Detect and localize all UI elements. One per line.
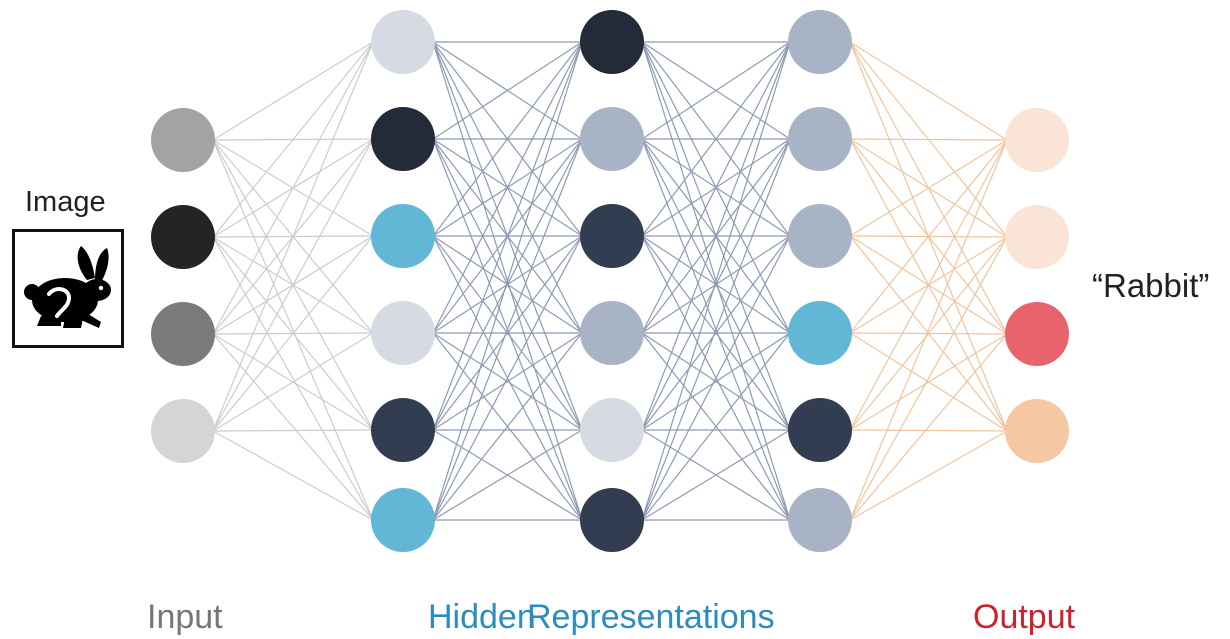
edge-l3-n2-to-n0: [849, 139, 1008, 237]
edge-l0-n3-to-n3: [212, 332, 374, 432]
hidden-node-layer2-5: [580, 488, 644, 552]
output-node-layer4-0: [1005, 108, 1069, 172]
edge-l1-n3-to-n0: [432, 41, 583, 334]
hidden-node-layer1-4: [371, 398, 435, 462]
edge-l1-n5-to-n1: [432, 138, 583, 521]
edge-l3-n1-to-n0: [849, 138, 1008, 141]
hidden-node-layer2-2: [580, 204, 644, 268]
hidden-node-layer3-0: [788, 10, 852, 74]
edge-l1-n5-to-n4: [432, 429, 583, 521]
edge-l0-n3-to-n5: [212, 430, 374, 521]
hidden-node-layer2-4: [580, 398, 644, 462]
representations-caption: Representations: [527, 598, 775, 636]
edge-l3-n4-to-n1: [849, 236, 1008, 431]
edge-l2-n3-to-n0: [641, 41, 791, 334]
edge-l2-n5-to-n4: [641, 429, 791, 521]
hidden-node-layer2-0: [580, 10, 644, 74]
edge-l3-n5-to-n3: [849, 430, 1008, 521]
hidden-node-layer1-2: [371, 204, 435, 268]
hidden-node-layer1-5: [371, 488, 435, 552]
connection-edges: [212, 41, 1008, 521]
edge-l2-n5-to-n3: [641, 332, 791, 521]
edge-l2-n5-to-n0: [641, 41, 791, 521]
input-node-layer0-0: [151, 108, 215, 172]
edge-l3-n5-to-n2: [849, 333, 1008, 521]
edge-l3-n3-to-n0: [849, 139, 1008, 334]
input-node-layer0-3: [151, 399, 215, 463]
edge-l3-n4-to-n3: [849, 429, 1008, 432]
edge-l2-n1-to-n0: [641, 41, 791, 140]
edge-l1-n4-to-n0: [432, 41, 583, 431]
edge-l0-n0-to-n0: [212, 41, 374, 141]
edge-l1-n1-to-n0: [432, 41, 583, 140]
edge-l2-n4-to-n0: [641, 41, 791, 431]
edge-l3-n5-to-n0: [849, 139, 1008, 521]
edge-l0-n3-to-n4: [212, 429, 374, 432]
edge-l1-n4-to-n1: [432, 138, 583, 431]
hidden-caption: Hidden: [428, 598, 536, 636]
network-nodes: [151, 10, 1069, 552]
edge-l3-n4-to-n0: [849, 139, 1008, 431]
hidden-node-layer2-1: [580, 107, 644, 171]
edge-l3-n0-to-n0: [849, 41, 1008, 141]
edge-l0-n1-to-n5: [212, 236, 374, 521]
edge-l0-n2-to-n5: [212, 333, 374, 521]
edge-l3-n5-to-n1: [849, 236, 1008, 521]
hidden-node-layer3-1: [788, 107, 852, 171]
edge-l0-n3-to-n1: [212, 138, 374, 432]
input-image-label: Image: [25, 186, 106, 218]
edge-l2-n5-to-n2: [641, 235, 791, 521]
input-caption: Input: [147, 598, 223, 636]
rabbit-icon: [24, 246, 111, 328]
hidden-node-layer1-1: [371, 107, 435, 171]
edge-l2-n5-to-n1: [641, 138, 791, 521]
edge-l2-n4-to-n3: [641, 332, 791, 431]
edge-l1-n5-to-n2: [432, 235, 583, 521]
edge-l2-n2-to-n0: [641, 41, 791, 237]
edge-l1-n4-to-n2: [432, 235, 583, 431]
edge-l1-n4-to-n3: [432, 332, 583, 431]
edge-l1-n5-to-n3: [432, 332, 583, 521]
output-prediction-label: “Rabbit”: [1092, 267, 1210, 304]
hidden-node-layer1-0: [371, 10, 435, 74]
output-node-layer4-1: [1005, 205, 1069, 269]
input-node-layer0-2: [151, 302, 215, 366]
hidden-node-layer3-5: [788, 488, 852, 552]
edge-l1-n2-to-n0: [432, 41, 583, 237]
edge-l1-n5-to-n0: [432, 41, 583, 521]
output-node-layer4-2: [1005, 302, 1069, 366]
hidden-node-layer2-3: [580, 301, 644, 365]
edge-l0-n2-to-n0: [212, 41, 374, 335]
input-image-frame: [12, 229, 124, 348]
input-node-layer0-1: [151, 205, 215, 269]
edge-l0-n3-to-n2: [212, 235, 374, 432]
edge-l0-n0-to-n5: [212, 139, 374, 521]
hidden-node-layer3-4: [788, 398, 852, 462]
hidden-node-layer1-3: [371, 301, 435, 365]
hidden-node-layer3-2: [788, 204, 852, 268]
edge-l2-n4-to-n1: [641, 138, 791, 431]
edge-l0-n3-to-n0: [212, 41, 374, 432]
edge-l3-n4-to-n2: [849, 333, 1008, 431]
edge-l2-n4-to-n2: [641, 235, 791, 431]
output-caption: Output: [973, 598, 1076, 636]
output-node-layer4-3: [1005, 399, 1069, 463]
edge-l0-n1-to-n0: [212, 41, 374, 238]
hidden-node-layer3-3: [788, 301, 852, 365]
